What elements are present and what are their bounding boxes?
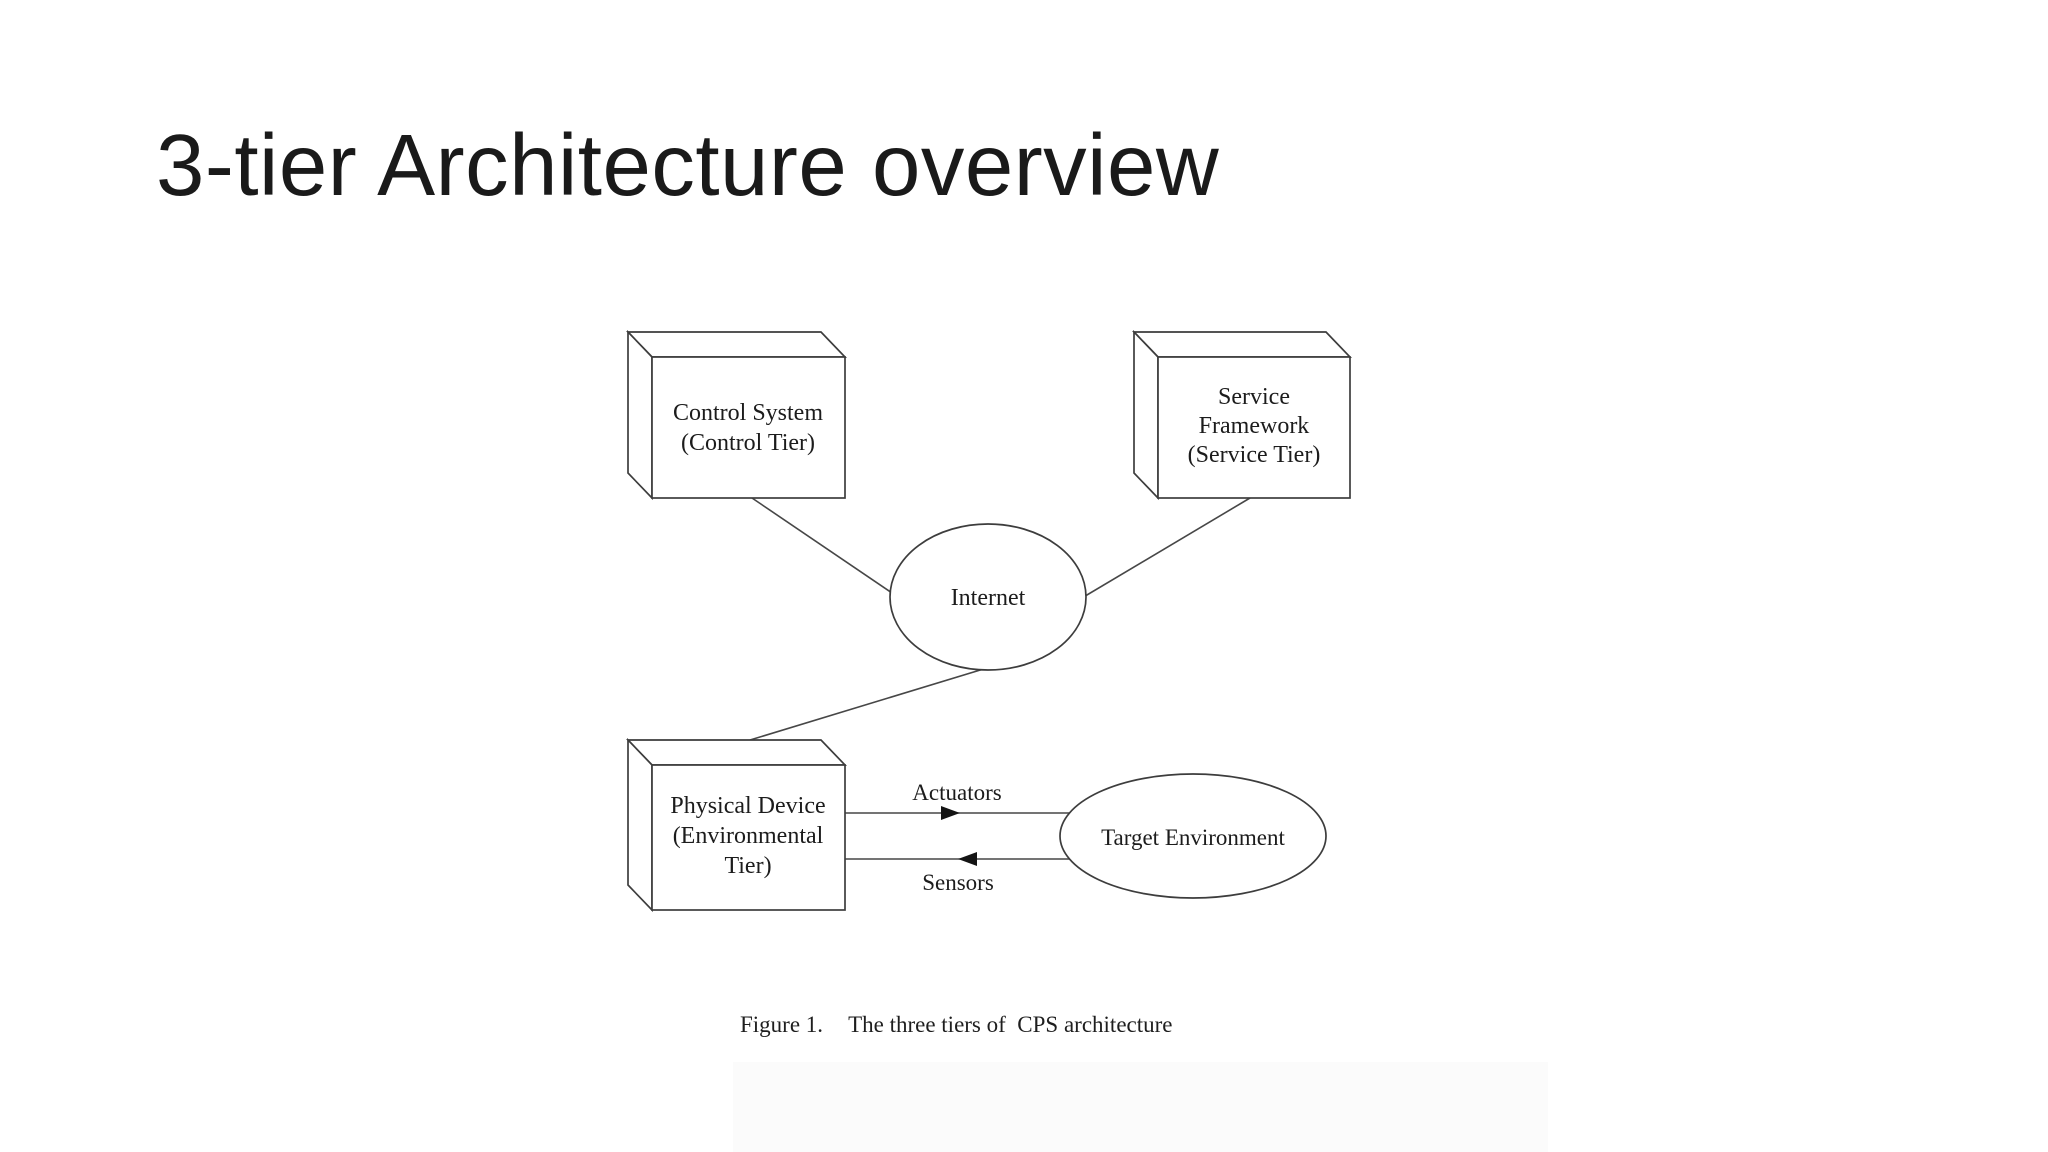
internet-label: Internet (951, 585, 1026, 611)
sensors-label: Sensors (922, 870, 994, 895)
figure-scan-background (733, 1062, 1548, 1152)
physical-device-box-top-face (626, 739, 847, 766)
physical-device-box-front-face (651, 764, 846, 911)
figure-caption: Figure 1. The three tiers of CPS architec… (740, 1012, 1173, 1038)
control-system-box-side-face (627, 329, 653, 501)
control-system-box-top-face (626, 331, 847, 358)
figure-caption-label: Figure 1. (740, 1012, 824, 1037)
page-title: 3-tier Architecture overview (156, 117, 1220, 214)
target-environment-ellipse (1059, 773, 1327, 899)
target-environment-node: Target Environment (1059, 773, 1327, 899)
service-framework-box: Service Framework (Service Tier) (1132, 329, 1352, 501)
edge-internet-to-physical (749, 663, 1001, 741)
service-framework-box-front-face (1157, 356, 1351, 499)
edge-service-to-internet (1059, 497, 1251, 612)
internet-ellipse (889, 523, 1087, 671)
physical-device-label-line-1: Physical Device (670, 793, 825, 819)
control-system-label-line-1: Control System (673, 400, 823, 426)
service-framework-label-line-2: Framework (1199, 413, 1310, 439)
physical-device-label-line-3: Tier) (724, 853, 771, 879)
physical-device-box-side-face (627, 737, 653, 913)
physical-device-label-line-2: (Environmental (673, 823, 824, 849)
actuators-right-arrowhead-icon (941, 806, 960, 820)
physical-device-box: Physical Device (Environmental Tier) (626, 737, 847, 913)
sensors-left-arrowhead-icon (958, 852, 977, 866)
actuators-label: Actuators (912, 780, 1001, 805)
service-framework-box-side-face (1133, 329, 1159, 501)
control-system-label-line-2: (Control Tier) (681, 430, 815, 456)
control-system-box-front-face (651, 356, 846, 499)
target-environment-label: Target Environment (1101, 825, 1285, 850)
service-framework-label-line-1: Service (1218, 384, 1290, 410)
control-system-box: Control System (Control Tier) (626, 329, 847, 501)
figure-caption-text: The three tiers of CPS architecture (848, 1012, 1173, 1037)
service-framework-box-top-face (1132, 331, 1352, 358)
service-framework-label-line-3: (Service Tier) (1188, 442, 1321, 468)
internet-node: Internet (889, 523, 1087, 671)
